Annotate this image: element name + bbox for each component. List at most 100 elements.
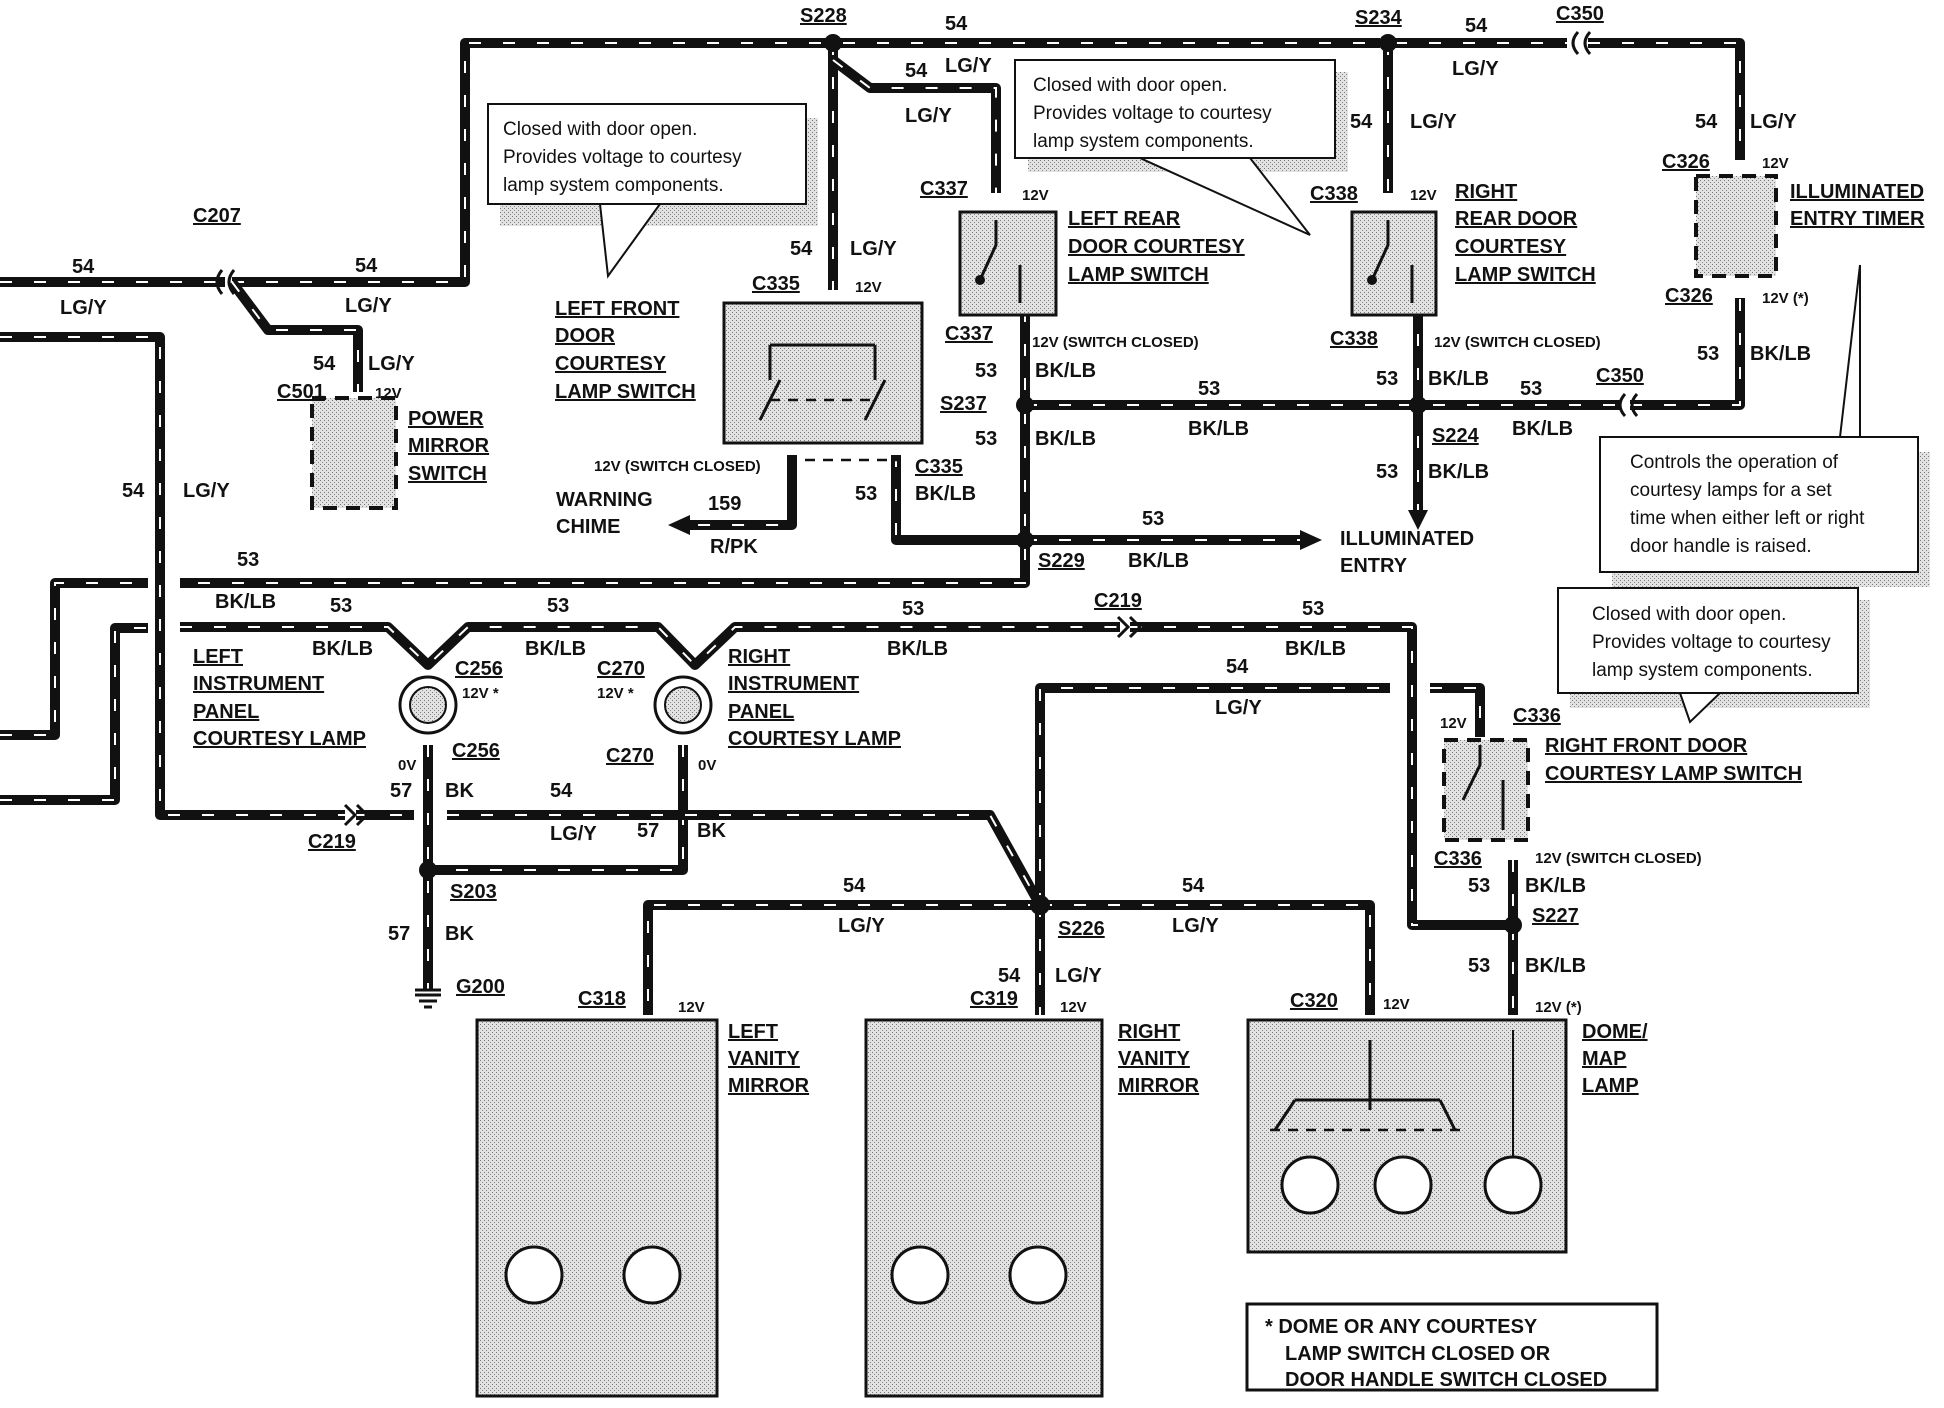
wire-53-g: 53 — [1697, 343, 1719, 365]
left-vanity-mirror-box — [475, 1018, 719, 1398]
label-s228: S228 — [800, 5, 847, 27]
wire-lgy-b: LG/Y — [905, 105, 952, 127]
wire-53-f: 53 — [1376, 461, 1398, 483]
diagram-label: ENTRY TIMER — [1790, 208, 1925, 230]
diagram-label: COURTESY LAMP — [193, 728, 366, 750]
wire-bklb-h: BK/LB — [1128, 550, 1189, 572]
wire-54-a: 54 — [945, 13, 968, 35]
splice-s224 — [1409, 396, 1427, 414]
diagram-label: MIRROR — [1118, 1075, 1200, 1097]
diagram-label: Provides voltage to courtesy — [1033, 103, 1272, 124]
label-c319: C319 — [970, 988, 1018, 1010]
volt-c337: 12V — [1022, 187, 1049, 204]
diagram-label: PANEL — [193, 701, 259, 723]
label-s226: S226 — [1058, 918, 1105, 940]
wire-lgy-o: LG/Y — [1055, 965, 1102, 987]
wire-bklb-m: BK/LB — [887, 638, 948, 660]
wire-54-h: 54 — [313, 353, 336, 375]
right-front-door-switch-box — [1442, 738, 1530, 842]
lamps — [398, 675, 1543, 1305]
diagram-label: COURTESY LAMP SWITCH — [1545, 763, 1802, 785]
diagram-label: LAMP SWITCH — [1455, 264, 1596, 286]
diagram-label: ILLUMINATED — [1790, 181, 1924, 203]
wire-53-o: 53 — [1468, 875, 1490, 897]
volt-c318: 12V — [678, 999, 705, 1016]
label-c350-mid: C350 — [1596, 365, 1644, 387]
wire-lgy-i: LG/Y — [850, 238, 897, 260]
diagram-label: SWITCH — [408, 463, 487, 485]
volt-c320: 12V — [1383, 996, 1410, 1013]
label-illuminated-entry-timer: ILLUMINATED ENTRY TIMER — [1790, 181, 1925, 230]
left-vanity-bulb-1 — [504, 1245, 564, 1305]
wire-bklb-f: BK/LB — [1428, 461, 1489, 483]
label-illuminated-entry: ILLUMINATED ENTRY — [1340, 528, 1474, 577]
left-vanity-bulb-2 — [622, 1245, 682, 1305]
wire-54-n: 54 — [1182, 875, 1205, 897]
label-c256-top: C256 — [455, 658, 503, 680]
volt-c501: 12V — [375, 385, 402, 402]
wire-bklb-g: BK/LB — [1750, 343, 1811, 365]
diagram-label: DOOR HANDLE SWITCH CLOSED — [1285, 1369, 1607, 1391]
diagram-label: PANEL — [728, 701, 794, 723]
diagram-label: REAR DOOR — [1455, 208, 1578, 230]
diagram-label: INSTRUMENT — [193, 673, 324, 695]
label-left-rear-door-switch: LEFT REAR DOOR COURTESY LAMP SWITCH — [1068, 208, 1245, 286]
label-right-vanity-mirror: RIGHT VANITY MIRROR — [1118, 1021, 1200, 1097]
wire-54-d: 54 — [1350, 111, 1373, 133]
wire-lgy-d: LG/Y — [1410, 111, 1457, 133]
label-c337-bot: C337 — [945, 323, 993, 345]
diagram-label: Closed with door open. — [1592, 604, 1786, 625]
splice-s228 — [824, 34, 842, 52]
diagram-label: DOME/ — [1582, 1021, 1648, 1043]
splice-s229 — [1016, 531, 1034, 549]
label-g200: G200 — [456, 976, 505, 998]
wire-lgy-e: LG/Y — [1750, 111, 1797, 133]
volt-c319: 12V — [1060, 999, 1087, 1016]
diagram-label: MIRROR — [728, 1075, 810, 1097]
wire-bklb-c: BK/LB — [1188, 418, 1249, 440]
volt-c338-closed: 12V (SWITCH CLOSED) — [1434, 334, 1601, 351]
wire-54-l: 54 — [1226, 656, 1249, 678]
volt-c336-closed: 12V (SWITCH CLOSED) — [1535, 850, 1702, 867]
wire-bk-c: BK — [445, 923, 474, 945]
diagram-label: LEFT — [728, 1021, 778, 1043]
volt-c270: 12V * — [597, 685, 634, 702]
diagram-label: door handle is raised. — [1630, 536, 1812, 557]
wire-bklb-i: BK/LB — [915, 483, 976, 505]
label-c336-bot: C336 — [1434, 848, 1482, 870]
footnote: * DOME OR ANY COURTESY LAMP SWITCH CLOSE… — [1265, 1316, 1607, 1391]
label-left-vanity-mirror: LEFT VANITY MIRROR — [728, 1021, 810, 1097]
label-c337-top: C337 — [920, 178, 968, 200]
diagram-label: Closed with door open. — [503, 119, 697, 140]
diagram-label: LEFT REAR — [1068, 208, 1181, 230]
volt-0v-left: 0V — [398, 757, 416, 774]
diagram-label: Controls the operation of — [1630, 452, 1839, 473]
volt-dome-star: 12V (*) — [1535, 999, 1582, 1016]
left-rear-door-switch-box — [958, 210, 1058, 317]
volt-c256: 12V * — [462, 685, 499, 702]
diagram-label: COURTESY LAMP — [728, 728, 901, 750]
wire-bklb-n: BK/LB — [1285, 638, 1346, 660]
right-rear-door-switch-box — [1350, 210, 1438, 317]
diagram-label: lamp system components. — [1033, 131, 1254, 152]
volt-c335: 12V — [855, 279, 882, 296]
diagram-label: VANITY — [728, 1048, 801, 1070]
label-c335-bot: C335 — [915, 456, 963, 478]
label-c270-top: C270 — [597, 658, 645, 680]
wire-53-a: 53 — [975, 360, 997, 382]
diagram-label: LEFT FRONT — [555, 298, 679, 320]
label-dome-map-lamp: DOME/ MAP LAMP — [1582, 1021, 1648, 1097]
wire-bklb-o: BK/LB — [1525, 875, 1586, 897]
wire-54-m: 54 — [843, 875, 866, 897]
right-vanity-bulb-2 — [1008, 1245, 1068, 1305]
label-left-ip-courtesy-lamp: LEFT INSTRUMENT PANEL COURTESY LAMP — [193, 646, 366, 750]
diagram-label: ILLUMINATED — [1340, 528, 1474, 550]
wire-54-k: 54 — [550, 780, 573, 802]
wire-53-i: 53 — [855, 483, 877, 505]
diagram-label: LAMP SWITCH — [1068, 264, 1209, 286]
label-c501: C501 — [277, 381, 325, 403]
wire-bklb-p: BK/LB — [1525, 955, 1586, 977]
wire-54-g: 54 — [355, 255, 378, 277]
wire-bk-b: BK — [697, 820, 726, 842]
wire-54-b: 54 — [905, 60, 928, 82]
